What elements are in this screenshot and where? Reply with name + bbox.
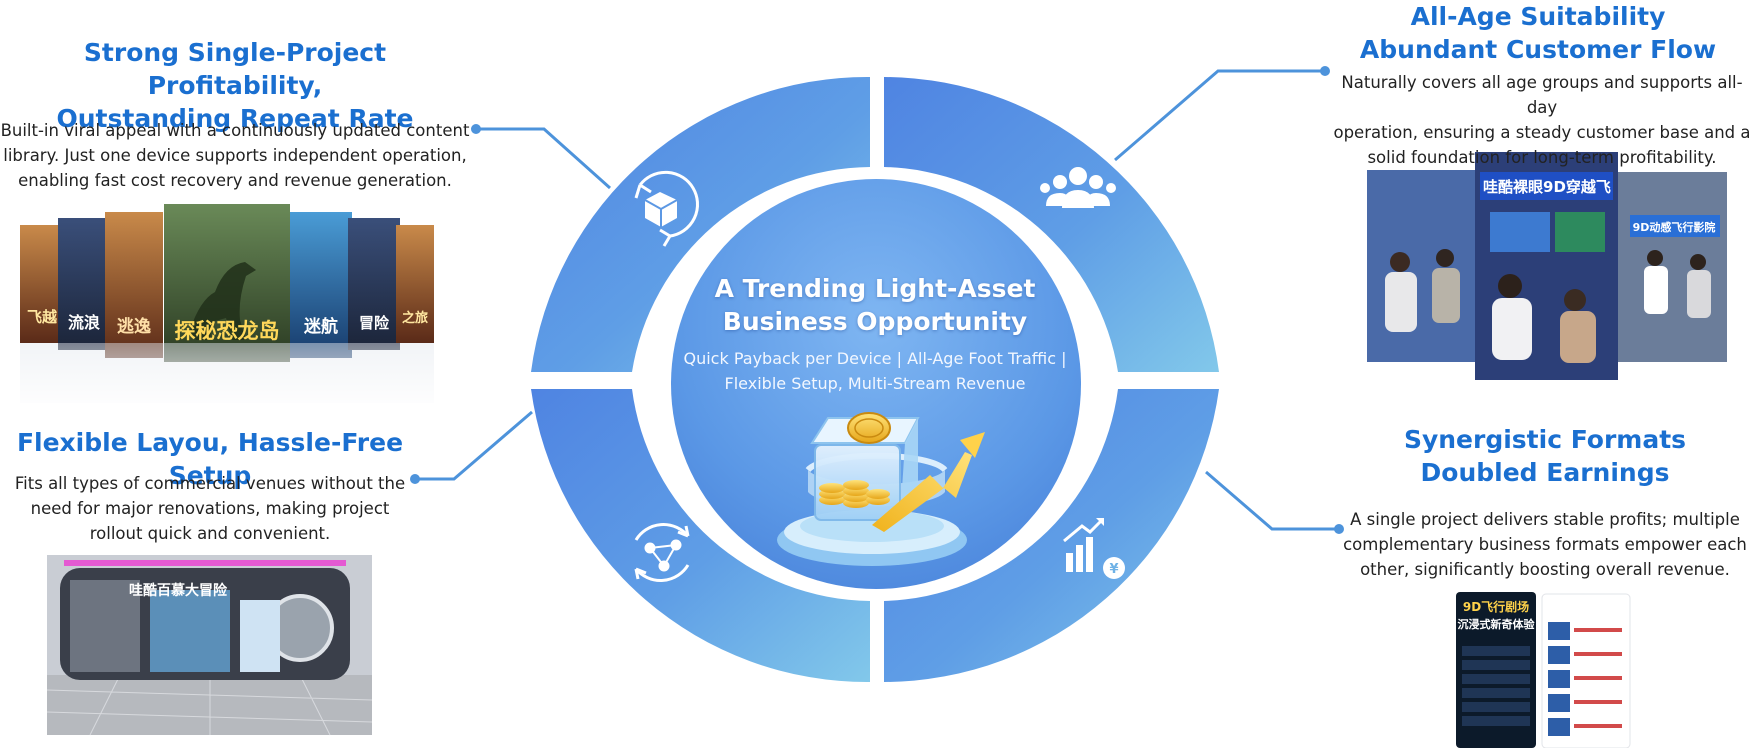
feature-body-bottom-left-line3: rollout quick and convenient. (89, 524, 331, 543)
connector-top-left (476, 127, 611, 190)
poster-text-5: 迷航 (303, 316, 338, 337)
crowd-photo-sign-main: 哇酷裸眼9D穿越飞 (1483, 178, 1611, 196)
ring-segments (531, 76, 1219, 683)
feature-body-top-left-line1: Built-in viral appeal with a continuousl… (0, 121, 470, 140)
center-title: A Trending Light-Asset Business Opportun… (640, 272, 1110, 338)
center-subtitle-line2: Flexible Setup, Multi-Stream Revenue (724, 374, 1026, 393)
poster-text-7: 之旅 (402, 310, 428, 326)
feature-title-bottom-left-line1: Flexible Layou, Hassle-Free Setup (16, 428, 404, 490)
poster-text-3: 逃逸 (117, 316, 151, 337)
connector-dot-top-right (1320, 66, 1330, 76)
crowd-photo-sign-side: 9D动感飞行影院 (1633, 220, 1716, 234)
feature-title-top-right: All-Age Suitability Abundant Customer Fl… (1322, 0, 1754, 66)
phone-title-line2: 沉浸式新奇体验 (1458, 617, 1536, 631)
ring-segment-top-left (531, 76, 870, 373)
feature-body-top-right-line3: solid foundation for long-term profitabi… (1367, 148, 1717, 167)
ring-segment-bottom-right (884, 389, 1219, 682)
poster-collage (0, 204, 440, 413)
feature-body-bottom-right-line3: other, significantly boosting overall re… (1360, 560, 1730, 579)
treasure-box-illustration (777, 412, 985, 566)
feature-title-top-left-line2: Outstanding Repeat Rate (56, 104, 414, 133)
group-people-icon (1040, 167, 1116, 208)
ring-segment-bottom-left (531, 389, 870, 683)
svg-text:¥: ¥ (1109, 562, 1118, 577)
connector-dot-bottom-right (1334, 524, 1344, 534)
feature-title-top-right-line1: All-Age Suitability (1410, 2, 1666, 31)
network-cycle-icon (634, 522, 690, 583)
storefront-sign: 哇酷百慕大冒险 (129, 582, 228, 599)
crowd-photo (1367, 152, 1727, 380)
feature-body-bottom-left: Fits all types of commercial venues with… (0, 471, 420, 546)
connector-top-right (1114, 69, 1323, 162)
feature-body-bottom-right: A single project delivers stable profits… (1342, 507, 1748, 582)
connector-dot-bottom-left (410, 474, 420, 484)
poster-text-6: 冒险 (359, 314, 390, 332)
ring-segment-top-right (884, 77, 1219, 372)
feature-body-bottom-left-line1: Fits all types of commercial venues with… (14, 474, 406, 493)
storefront-photo (46, 555, 373, 736)
connector-bottom-right (1205, 470, 1339, 531)
feature-title-top-left: Strong Single-Project Profitability, Out… (0, 36, 470, 135)
center-subtitle: Quick Payback per Device | All-Age Foot … (660, 346, 1090, 396)
box-cycle-icon (634, 170, 700, 247)
feature-title-bottom-right: Synergistic Formats Doubled Earnings (1345, 423, 1745, 489)
feature-body-bottom-right-line1: A single project delivers stable profits… (1350, 510, 1740, 529)
feature-title-top-left-line1: Strong Single-Project Profitability, (83, 38, 387, 100)
feature-title-bottom-right-line2: Doubled Earnings (1420, 458, 1670, 487)
feature-title-bottom-left: Flexible Layou, Hassle-Free Setup (0, 426, 420, 492)
feature-body-top-left-line2: library. Just one device supports indepe… (3, 146, 467, 165)
feature-body-top-right: Naturally covers all age groups and supp… (1330, 70, 1754, 170)
feature-body-top-right-line2: operation, ensuring a steady customer ba… (1333, 123, 1751, 142)
center-subtitle-line1: Quick Payback per Device | All-Age Foot … (683, 349, 1067, 368)
center-title-line1: A Trending Light-Asset (714, 274, 1036, 303)
feature-body-top-left-line3: enabling fast cost recovery and revenue … (18, 171, 452, 190)
phone-title-line1: 9D飞行剧场 (1463, 599, 1529, 614)
poster-text-1: 飞越 (27, 308, 58, 326)
growth-chart-yuan-icon: ¥ (1063, 518, 1125, 579)
feature-body-top-right-line1: Naturally covers all age groups and supp… (1341, 73, 1743, 117)
center-circle (671, 179, 1081, 589)
connector-dot-top-left (471, 124, 481, 134)
poster-text-4: 探秘恐龙岛 (175, 319, 280, 343)
connector-bottom-left (415, 410, 533, 481)
feature-body-bottom-left-line2: need for major renovations, making proje… (30, 499, 390, 518)
feature-body-bottom-right-line2: complementary business formats empower e… (1343, 535, 1747, 554)
app-screenshots (1456, 592, 1631, 748)
center-title-line2: Business Opportunity (722, 307, 1028, 336)
feature-title-bottom-right-line1: Synergistic Formats (1403, 425, 1687, 454)
feature-title-top-right-line2: Abundant Customer Flow (1359, 35, 1717, 64)
connector-lines (415, 69, 1339, 531)
poster-text-2: 流浪 (68, 313, 100, 332)
feature-body-top-left: Built-in viral appeal with a continuousl… (0, 118, 470, 193)
